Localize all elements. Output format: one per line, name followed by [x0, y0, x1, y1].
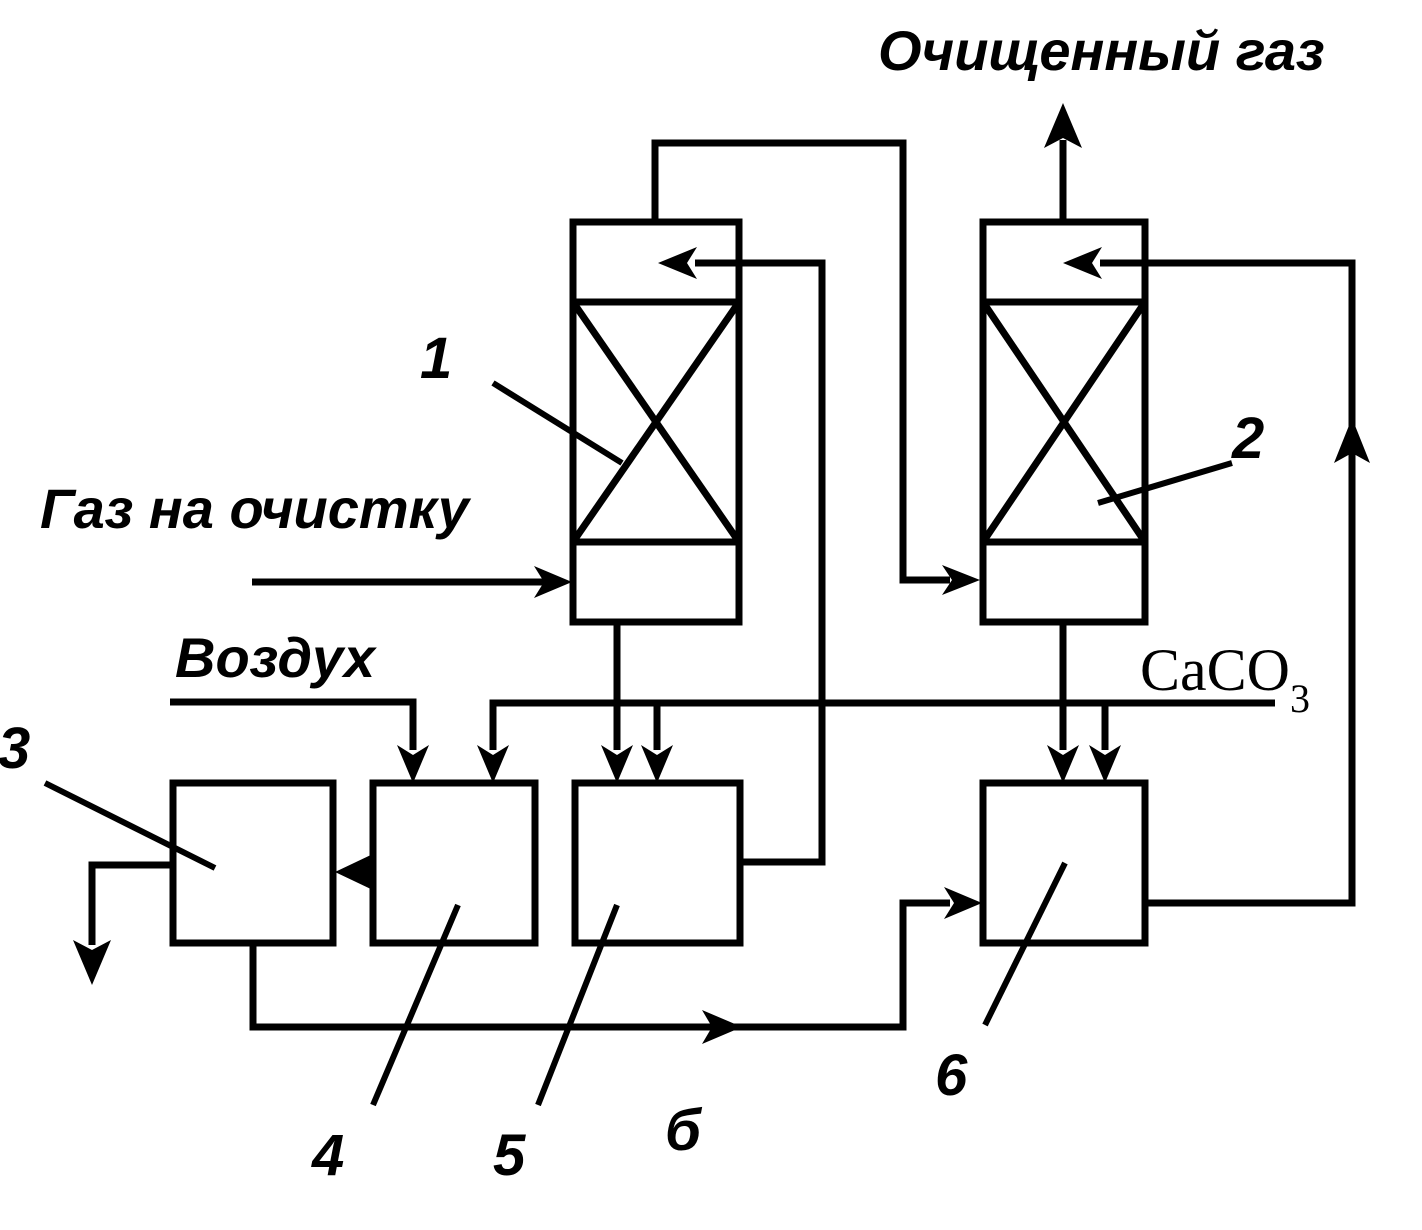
unit-5-box	[571, 779, 744, 947]
line-box3-box6	[249, 899, 950, 1031]
number-6: 6	[935, 1043, 968, 1108]
leader-3	[43, 780, 217, 871]
gas-inlet-label: Газ на очистку	[40, 477, 472, 540]
arrow-col1-drain	[601, 745, 633, 783]
absorber-column-1	[569, 218, 743, 626]
purified-gas-label: Очищенный газ	[878, 19, 1325, 82]
arrow-gas-inlet	[534, 566, 572, 598]
unit-3-box	[169, 779, 337, 947]
recycle-line-5-col1	[695, 259, 826, 866]
number-6-alt: б	[665, 1098, 703, 1163]
arrow-into-box6	[944, 887, 982, 919]
recycle-line-6-col2	[1100, 259, 1356, 907]
arrow-header-box4	[477, 745, 509, 783]
arrow-purified-gas	[1044, 103, 1082, 148]
number-3: 3	[0, 716, 30, 781]
transfer-line-col1-col2	[651, 139, 950, 584]
number-1: 1	[420, 326, 452, 391]
leader-2	[1097, 460, 1233, 506]
box3-outlet-line	[88, 861, 173, 945]
number-5: 5	[493, 1123, 526, 1188]
leader-6	[982, 861, 1068, 1027]
caco3-label: CaCO3	[1140, 637, 1310, 721]
unit-6-box	[979, 779, 1149, 947]
leader-4	[370, 903, 461, 1107]
header-line-to-box4	[489, 699, 1105, 750]
number-2: 2	[1231, 406, 1264, 471]
arrow-caco3-box6	[1089, 745, 1121, 783]
arrow-box3-out	[73, 940, 111, 985]
arrow-air-box4	[397, 745, 429, 783]
arrow-recycle-col2	[1063, 247, 1102, 279]
air-line	[170, 698, 417, 750]
arrow-col2-drain	[1047, 745, 1079, 783]
arrow-box4-box3	[335, 853, 375, 891]
number-4: 4	[311, 1123, 344, 1188]
caco3-subscript: 3	[1290, 676, 1310, 721]
arrow-into-col2	[942, 565, 980, 595]
leader-1	[491, 380, 624, 466]
arrow-bottom-line	[702, 1010, 742, 1044]
arrow-header-box5	[641, 745, 673, 783]
leader-5	[535, 903, 620, 1107]
air-label: Воздух	[175, 626, 378, 689]
arrow-recycle-col1	[658, 247, 697, 279]
arrow-up-recycle	[1334, 418, 1370, 463]
absorber-column-2	[979, 218, 1149, 626]
